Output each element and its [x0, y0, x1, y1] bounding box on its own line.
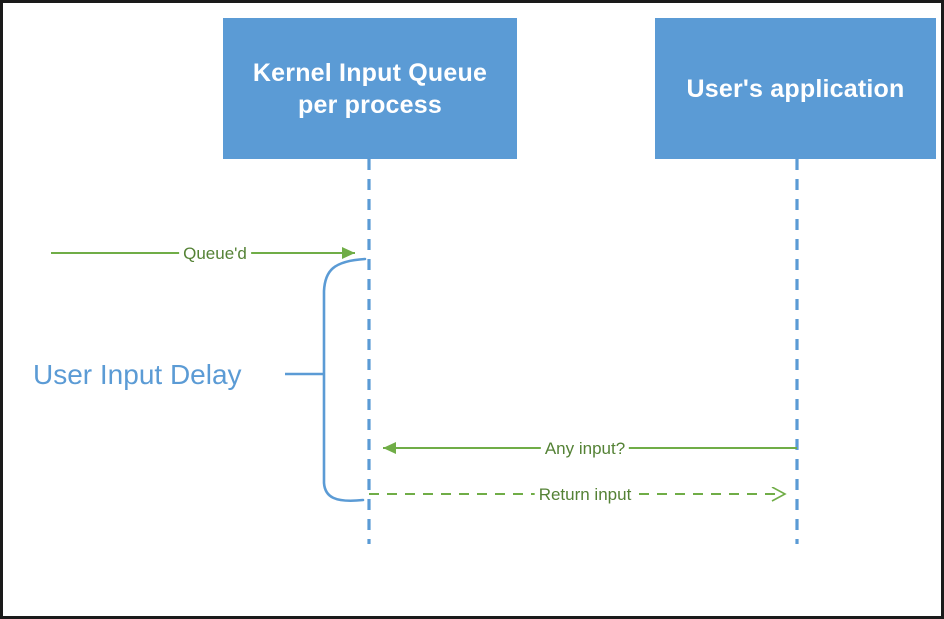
message-label-return-input: Return input [534, 485, 636, 505]
message-label-queued: Queue'd [179, 244, 251, 264]
user-input-delay-brace [322, 257, 367, 503]
message-label-any-input: Any input? [540, 439, 630, 459]
annotation-label-user-input-delay: User Input Delay [33, 359, 242, 390]
actor-box-users-application[interactable]: User's application [655, 18, 936, 159]
actor-box-kernel-input-queue[interactable]: Kernel Input Queue per process [223, 18, 517, 159]
actor-title-kernel-input-queue: Kernel Input Queue per process [252, 58, 488, 119]
sequence-diagram-graphics [51, 159, 799, 544]
actor-title-users-application: User's application [686, 74, 905, 103]
